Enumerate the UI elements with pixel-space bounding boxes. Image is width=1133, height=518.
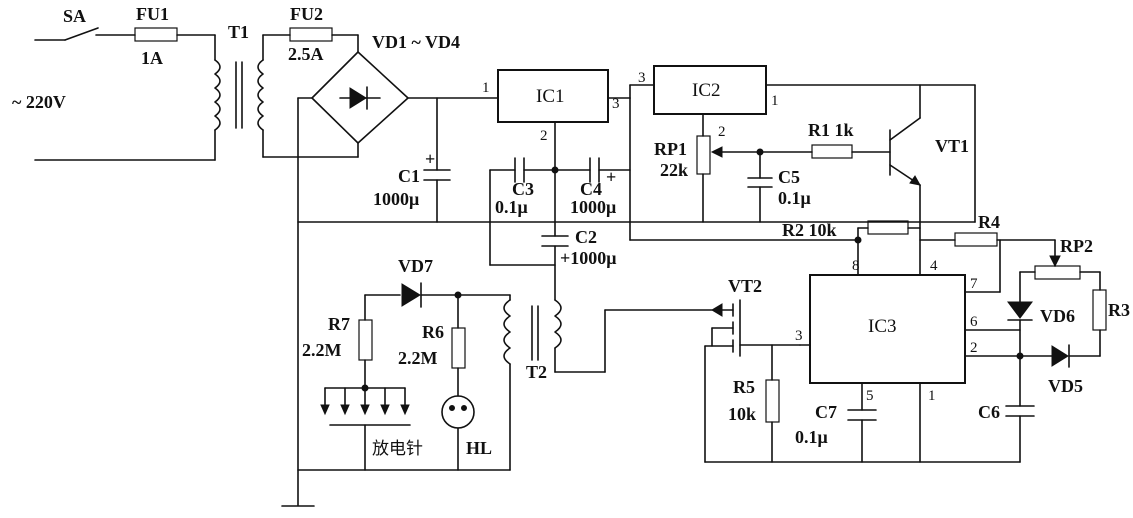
fu2-value: 2.5A (288, 44, 324, 64)
c6-label: C6 (978, 402, 1000, 422)
ic3-pin-1: 1 (928, 388, 936, 404)
discharge-needle-label: 放电针 (372, 439, 423, 459)
ic3-pin-7: 7 (970, 276, 978, 292)
r3-label: R3 (1108, 300, 1130, 320)
diodes-vd5-vd6-c6 (964, 301, 1101, 463)
ic1-pin-2: 2 (540, 128, 548, 144)
c1-value: 1000μ (373, 189, 419, 209)
mains-label: ~ 220V (12, 92, 66, 112)
rp2-label: RP2 (1060, 236, 1093, 256)
c2-label: C2 (575, 227, 597, 247)
vd7-label: VD7 (398, 256, 433, 276)
r5-value: 10k (728, 404, 756, 424)
c4-plus: + (606, 167, 616, 187)
c5-r1 (747, 144, 891, 223)
r6-label: R6 (422, 322, 444, 342)
ic3-pin-5: 5 (866, 388, 874, 404)
capacitor-c1 (423, 97, 451, 223)
rp1-value: 22k (660, 160, 688, 180)
ic2-box (653, 65, 767, 115)
c4-label: C4 (580, 179, 602, 199)
mains-input (34, 27, 216, 161)
c4-value: 1000μ (570, 197, 616, 217)
ic1-label: IC1 (536, 86, 565, 107)
capacitors-c3-c4 (489, 157, 631, 266)
capacitor-c2 (541, 235, 569, 301)
ic3-pin-3: 3 (795, 328, 803, 344)
vd6-label: VD6 (1040, 306, 1075, 326)
mosfet-vt2 (604, 299, 811, 463)
r5-label: R5 (733, 377, 755, 397)
transformer-t2 (489, 264, 606, 373)
ic2-label: IC2 (692, 80, 721, 101)
capacitor-c7 (847, 382, 877, 463)
ic3-pin-6: 6 (970, 314, 978, 330)
vd5-label: VD5 (1048, 376, 1083, 396)
transistor-vt1 (889, 84, 921, 276)
vt1-label: VT1 (935, 136, 969, 156)
potentiometer-rp1 (696, 135, 761, 223)
fu1-value: 1A (141, 48, 163, 68)
c5-value: 0.1μ (778, 188, 811, 208)
r2-label: R2 10k (782, 220, 837, 240)
r6-value: 2.2M (398, 348, 438, 368)
fu1-label: FU1 (136, 4, 169, 24)
ic1-pin-3: 3 (612, 96, 620, 112)
c1-plus: + (425, 149, 435, 169)
c7-label: C7 (815, 402, 837, 422)
vd1-vd4-label: VD1 ~ VD4 (372, 32, 460, 52)
fuse-fu2-and-bridge (262, 27, 499, 506)
fu2-label: FU2 (290, 4, 323, 24)
t1-label: T1 (228, 22, 249, 42)
rp1-label: RP1 (654, 139, 687, 159)
c3-value: 0.1μ (495, 197, 528, 217)
c7-value: 0.1μ (795, 427, 828, 447)
ic1-box (497, 69, 609, 123)
r2-r4-network (629, 220, 1056, 276)
ic3-label: IC3 (868, 316, 897, 337)
transformer-t1 (214, 34, 264, 158)
ic2-pin-1: 1 (771, 93, 779, 109)
ic3-pin-8: 8 (852, 258, 860, 274)
sa-label: SA (63, 6, 86, 26)
ic3-pin-4: 4 (930, 258, 938, 274)
c5-label: C5 (778, 167, 800, 187)
r7-label: R7 (328, 314, 350, 334)
t2-label: T2 (526, 362, 547, 382)
ic3-box (809, 274, 966, 384)
hl-label: HL (466, 438, 492, 458)
ic2-pin-3: 3 (638, 70, 646, 86)
r1-label: R1 1k (808, 120, 854, 140)
ic3-pin-2: 2 (970, 340, 978, 356)
ic2-pin-2: 2 (718, 124, 726, 140)
potentiometer-rp2 (1019, 255, 1107, 357)
r7-value: 2.2M (302, 340, 342, 360)
ic1-pin-1: 1 (482, 80, 490, 96)
resistor-r5 (765, 344, 780, 463)
r4-label: R4 (978, 212, 1000, 232)
output-stage (320, 282, 511, 471)
c2-value: +1000μ (560, 248, 616, 268)
c3-label: C3 (512, 179, 534, 199)
vt2-label: VT2 (728, 276, 762, 296)
c1-label: C1 (398, 166, 420, 186)
